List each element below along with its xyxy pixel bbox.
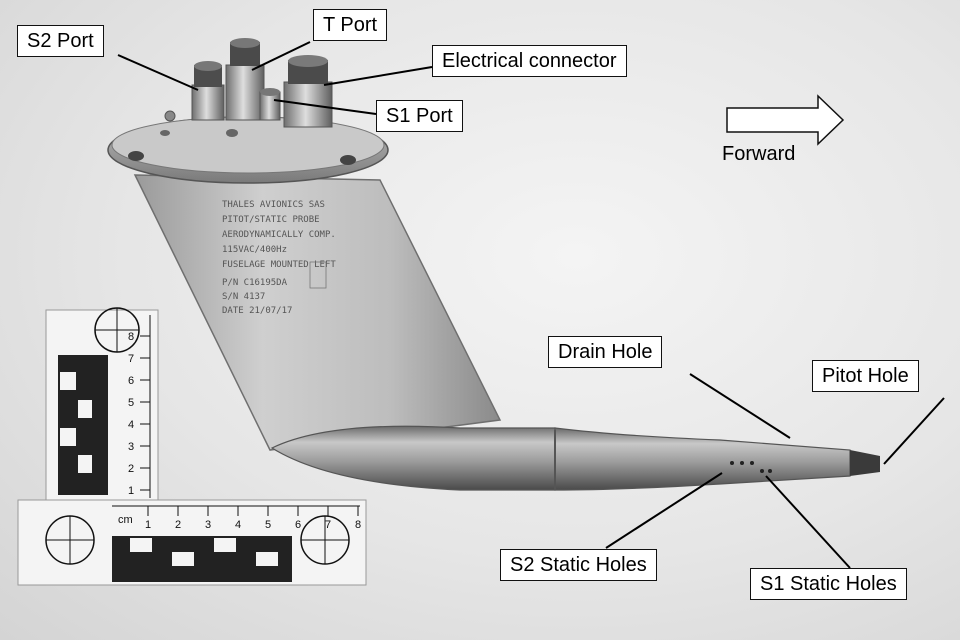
s1-port-fitting — [259, 88, 281, 121]
nameplate-engraving: THALES AVIONICS SAS PITOT/STATIC PROBE A… — [222, 200, 336, 316]
horizontal-scale-unit: cm — [118, 514, 133, 526]
nameplate-line8: DATE 21/07/17 — [222, 306, 292, 316]
vertical-scale-number: 5 — [128, 397, 134, 409]
nameplate-line5: FUSELAGE MOUNTED LEFT — [222, 260, 336, 270]
nameplate-line3: AERODYNAMICALLY COMP. — [222, 230, 336, 240]
vertical-scale-ruler: 1 2 3 4 5 6 7 8 — [45, 307, 159, 501]
mounting-flange — [107, 110, 389, 184]
s2-port-label: S2 Port — [17, 25, 104, 57]
s2-static-holes-label: S2 Static Holes — [500, 549, 657, 581]
nameplate-line6: P/N C16195DA — [222, 278, 288, 288]
s1-static-holes-label: S1 Static Holes — [750, 568, 907, 600]
forward-label: Forward — [722, 143, 796, 165]
probe-tube — [270, 425, 880, 491]
horizontal-scale-number: 5 — [265, 519, 271, 531]
vertical-scale-number: 8 — [128, 331, 134, 343]
vertical-scale-number: 6 — [128, 375, 134, 387]
s2-port-fitting — [191, 61, 225, 121]
pitot-hole-label: Pitot Hole — [812, 360, 919, 392]
horizontal-scale-number: 4 — [235, 519, 241, 531]
electrical-connector-fitting — [283, 55, 333, 128]
callout-leader-lines — [117, 41, 945, 569]
nameplate-line1: THALES AVIONICS SAS — [222, 200, 325, 210]
horizontal-scale-ruler: cm 1 2 3 4 5 6 7 8 — [17, 499, 367, 586]
nameplate-line2: PITOT/STATIC PROBE — [222, 215, 320, 225]
vertical-scale-number: 3 — [128, 441, 134, 453]
horizontal-scale-number: 8 — [355, 519, 361, 531]
drain-hole-label: Drain Hole — [548, 336, 663, 368]
t-port-fitting — [225, 38, 265, 121]
s1-port-label: S1 Port — [376, 100, 463, 132]
horizontal-scale-number: 7 — [325, 519, 331, 531]
vertical-scale-number: 2 — [128, 463, 134, 475]
horizontal-scale-number: 6 — [295, 519, 301, 531]
vertical-scale-number: 1 — [128, 485, 134, 497]
nameplate-line7: S/N 4137 — [222, 292, 265, 302]
t-port-label: T Port — [313, 9, 388, 41]
electrical-connector-label: Electrical connector — [432, 45, 627, 77]
vertical-scale-number: 7 — [128, 353, 134, 365]
forward-arrow — [726, 94, 845, 146]
horizontal-scale-number: 2 — [175, 519, 181, 531]
horizontal-scale-number: 3 — [205, 519, 211, 531]
vertical-scale-number: 4 — [128, 419, 134, 431]
nameplate-line4: 115VAC/400Hz — [222, 245, 287, 255]
horizontal-scale-number: 1 — [145, 519, 151, 531]
